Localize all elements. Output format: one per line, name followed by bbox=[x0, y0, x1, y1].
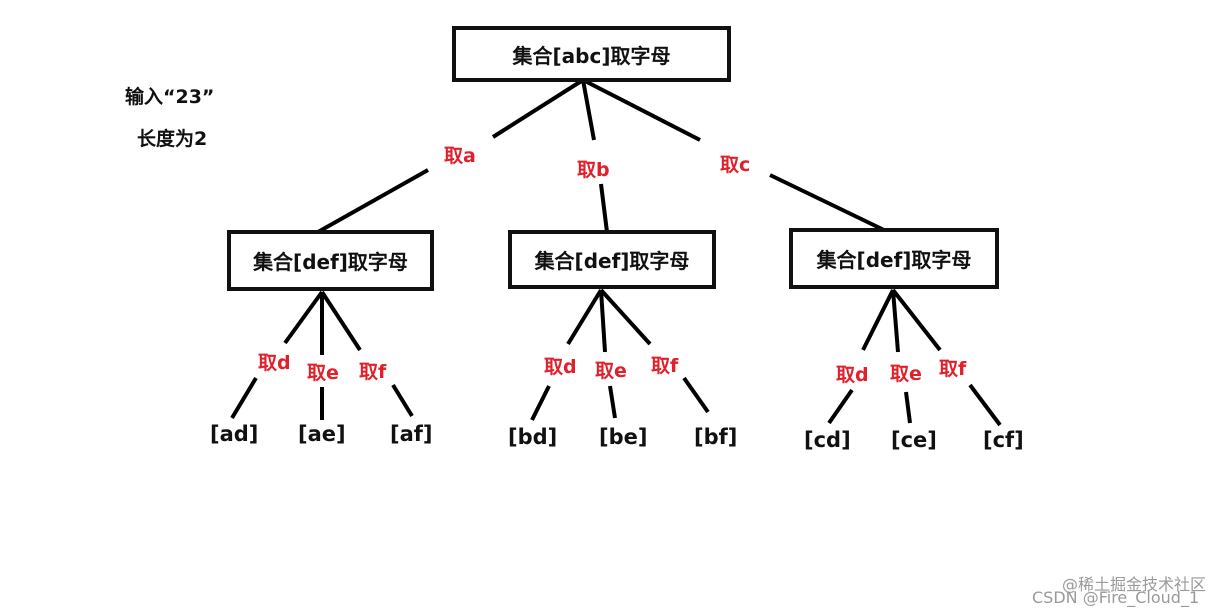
child-node-3: 集合[def]取字母 bbox=[789, 228, 999, 289]
watermark-line1: @稀土掘金技术社区 bbox=[1062, 575, 1207, 594]
leaf-bd: [bd] bbox=[508, 425, 558, 449]
root-edge-label-c: 取c bbox=[720, 154, 751, 176]
edge-c3-f-upper bbox=[891, 288, 942, 352]
edge-root-b-lower bbox=[599, 183, 609, 233]
leaf-ad: [ad] bbox=[210, 422, 259, 446]
c3-edge-label-f: 取f bbox=[939, 358, 967, 380]
edge-c3-e-upper bbox=[891, 289, 900, 353]
edge-c2-e-upper bbox=[599, 289, 607, 353]
leaf-cf: [cf] bbox=[983, 428, 1024, 452]
edge-root-c-upper bbox=[582, 78, 701, 142]
c2-edge-label-e: 取e bbox=[595, 360, 627, 382]
leaf-ae: [ae] bbox=[298, 422, 346, 446]
leaf-be: [be] bbox=[599, 425, 648, 449]
watermark-line2: CSDN @Fire_Cloud_1 bbox=[1032, 588, 1200, 607]
c1-edge-label-e: 取e bbox=[307, 362, 339, 384]
edge-c1-d-upper bbox=[283, 290, 324, 345]
edge-c3-f-lower bbox=[968, 383, 1002, 427]
edge-c2-e-lower bbox=[608, 385, 617, 419]
c2-edge-label-d: 取d bbox=[544, 356, 577, 378]
child-node-1: 集合[def]取字母 bbox=[227, 230, 434, 291]
edge-c3-e-lower bbox=[904, 391, 912, 424]
root-node-label: 集合[abc]取字母 bbox=[512, 43, 671, 68]
child-node-2: 集合[def]取字母 bbox=[508, 230, 716, 289]
c3-edge-label-d: 取d bbox=[836, 364, 869, 386]
edge-c2-f-upper bbox=[599, 288, 652, 346]
child-node-2-label: 集合[def]取字母 bbox=[534, 249, 690, 273]
leaf-cd: [cd] bbox=[804, 428, 851, 452]
edge-c2-d-upper bbox=[566, 288, 603, 346]
leaf-af: [af] bbox=[390, 422, 433, 446]
length-note: 长度为2 bbox=[137, 128, 208, 150]
c3-edge-label-e: 取e bbox=[890, 363, 922, 385]
edge-root-b-upper bbox=[581, 79, 596, 141]
edge-c1-f-upper bbox=[320, 290, 362, 352]
child-node-1-label: 集合[def]取字母 bbox=[253, 250, 408, 274]
leaf-ce: [ce] bbox=[891, 428, 937, 452]
edge-c1-f-lower bbox=[391, 383, 414, 418]
edge-root-a-upper bbox=[491, 78, 585, 139]
c1-edge-label-d: 取d bbox=[258, 352, 291, 374]
c2-edge-label-f: 取f bbox=[651, 355, 679, 377]
edge-c3-d-lower bbox=[827, 388, 854, 425]
edge-c2-d-lower bbox=[530, 385, 551, 421]
input-note: 输入“23” bbox=[125, 86, 215, 108]
edge-root-a-lower bbox=[317, 168, 429, 234]
root-node: 集合[abc]取字母 bbox=[452, 26, 731, 82]
edge-c2-f-lower bbox=[682, 376, 710, 414]
leaf-bf: [bf] bbox=[694, 425, 738, 449]
edge-c3-d-upper bbox=[861, 289, 895, 351]
root-edge-label-b: 取b bbox=[577, 159, 610, 181]
edge-root-c-lower bbox=[769, 173, 885, 232]
root-edge-label-a: 取a bbox=[444, 145, 476, 167]
child-node-3-label: 集合[def]取字母 bbox=[816, 248, 972, 272]
edge-c1-d-lower bbox=[230, 376, 258, 420]
c1-edge-label-f: 取f bbox=[359, 361, 387, 383]
